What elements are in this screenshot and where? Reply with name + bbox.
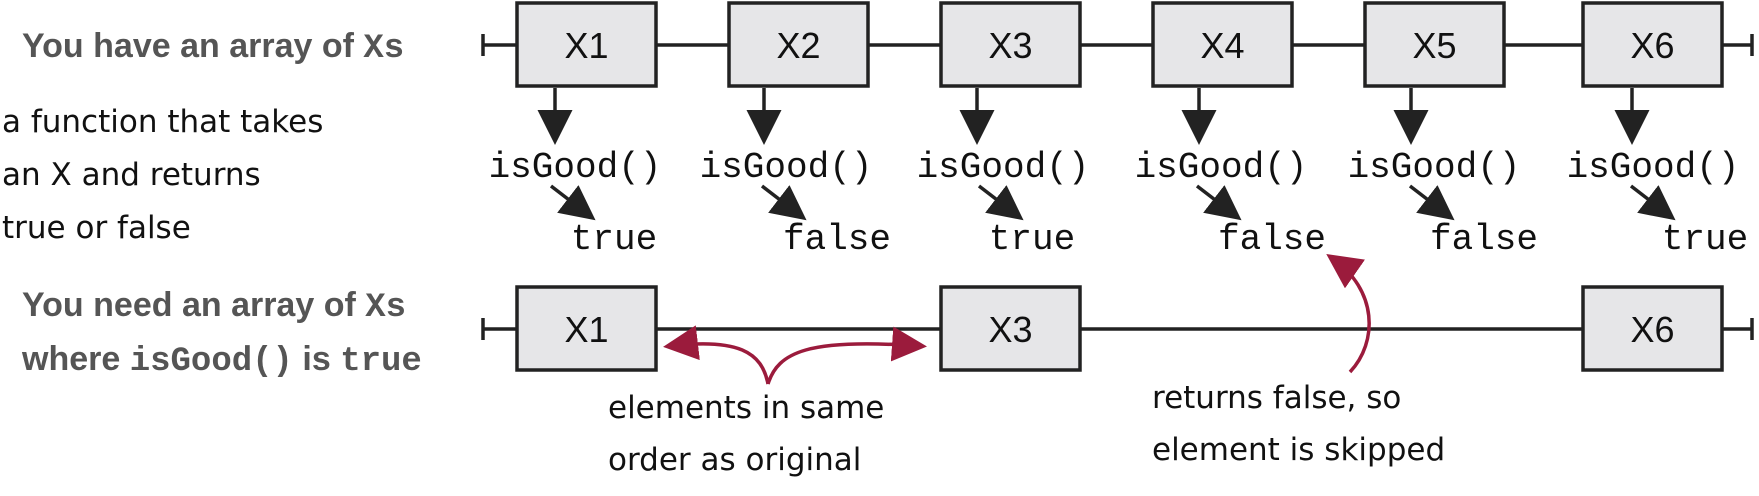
skipped-arrow	[1326, 253, 1371, 374]
output-box-label: X3	[988, 309, 1032, 350]
output-array-label-2: where isGood() is true	[2, 340, 434, 381]
result-arrow	[1408, 184, 1455, 221]
input-box-label: X2	[776, 25, 820, 66]
output-box-label: X6	[1630, 309, 1674, 350]
input-box-label: X4	[1200, 25, 1244, 66]
isgood-call: isGood()	[1567, 147, 1740, 188]
result-arrow	[977, 184, 1024, 221]
skipped-note-line-2: element is skipped	[1152, 432, 1445, 468]
input-items: X1 isGood() true X2 isGood() false X3 is…	[489, 1, 1748, 260]
input-box	[1151, 1, 1294, 88]
result-value: false	[783, 219, 891, 260]
result-value: true	[1662, 219, 1748, 260]
order-arrow-right	[766, 326, 927, 385]
input-box	[515, 1, 658, 88]
output-box	[515, 285, 658, 372]
function-desc-line-1: a function that takes	[2, 104, 323, 140]
result-value: false	[1218, 219, 1326, 260]
output-box	[939, 285, 1082, 372]
input-box-label: X6	[1630, 25, 1674, 66]
input-array-label: You have an array of Xs	[2, 27, 416, 68]
result-value: true	[989, 219, 1075, 260]
result-value: false	[1430, 219, 1538, 260]
input-item-x2: X2 isGood() false	[700, 1, 891, 260]
output-box-label: X1	[564, 309, 608, 350]
isgood-call: isGood()	[917, 147, 1090, 188]
output-array-label-1: You need an array of Xs	[2, 286, 418, 327]
input-box	[939, 1, 1082, 88]
result-arrow	[549, 184, 596, 221]
input-item-x4: X4 isGood() false	[1135, 1, 1326, 260]
input-box	[727, 1, 870, 88]
output-item-x3: X3	[939, 285, 1082, 372]
input-box	[1581, 1, 1724, 88]
result-value: true	[571, 219, 657, 260]
output-box	[1581, 285, 1724, 372]
order-note-line-2: order as original	[608, 442, 861, 478]
order-note-line-1: elements in same	[608, 390, 884, 426]
skipped-note-line-1: returns false, so	[1152, 380, 1401, 416]
result-arrow	[760, 184, 807, 221]
function-desc-line-3: true or false	[2, 210, 191, 246]
result-arrow	[1629, 184, 1676, 221]
order-arrow-left	[663, 325, 770, 385]
result-arrow	[1195, 184, 1242, 221]
function-desc-line-2: an X and returns	[2, 157, 261, 193]
isgood-call: isGood()	[1348, 147, 1521, 188]
isgood-call: isGood()	[489, 147, 662, 188]
input-item-x6: X6 isGood() true	[1567, 1, 1748, 260]
input-box	[1363, 1, 1506, 88]
isgood-call: isGood()	[1135, 147, 1308, 188]
output-item-x6: X6	[1581, 285, 1724, 372]
input-box-label: X1	[564, 25, 608, 66]
input-item-x3: X3 isGood() true	[917, 1, 1090, 260]
isgood-call: isGood()	[700, 147, 873, 188]
input-box-label: X3	[988, 25, 1032, 66]
input-box-label: X5	[1412, 25, 1456, 66]
input-item-x1: X1 isGood() true	[489, 1, 662, 260]
input-item-x5: X5 isGood() false	[1348, 1, 1538, 260]
output-item-x1: X1	[515, 285, 658, 372]
